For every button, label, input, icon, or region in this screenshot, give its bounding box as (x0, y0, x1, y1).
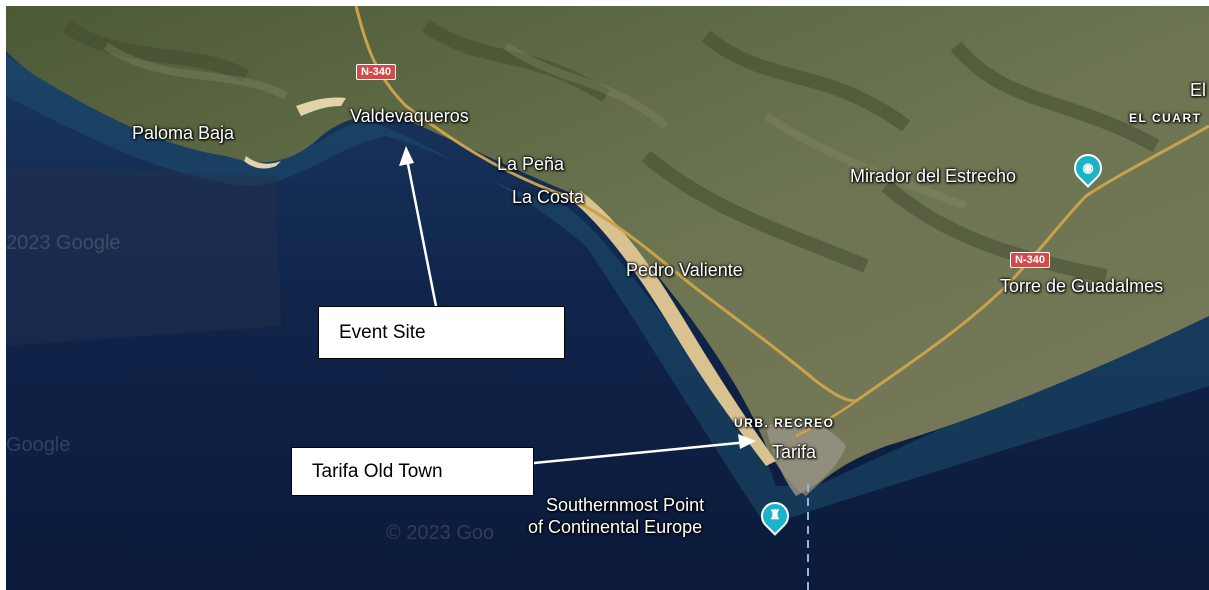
beach-paloma (244, 156, 281, 169)
label-tarifa: Tarifa (772, 442, 817, 462)
label-southernmost-point: Southernmost Point (546, 495, 705, 515)
road-tarifa (795, 399, 857, 438)
satellite-map[interactable]: 2023 Google Google © 2023 Goo N-340 N-34… (6, 6, 1209, 590)
tower-icon: ♜ (769, 507, 781, 522)
arrow-head-tarifa (738, 434, 756, 449)
beach-los-lances (566, 191, 776, 466)
watermark-1: 2023 Google (6, 232, 121, 254)
road-shield-n340-east: N-340 (1010, 252, 1050, 268)
label-el: El (1190, 80, 1207, 100)
callout-tarifa-old-town: Tarifa Old Town (291, 447, 534, 496)
label-urb-recreo: URB. RECREO (734, 416, 835, 430)
label-torre-de-guadalmes: Torre de Guadalmes (1000, 276, 1164, 296)
road-shield-n340: N-340 (356, 64, 396, 80)
callout-event-site: Event Site (318, 306, 565, 359)
label-paloma-baja: Paloma Baja (132, 123, 235, 143)
road-n340 (354, 6, 1209, 403)
land (6, 6, 1209, 496)
label-pedro-valiente: Pedro Valiente (626, 260, 743, 280)
town-area (766, 421, 846, 496)
arrow-tarifa (533, 440, 749, 465)
label-el-cuart: EL CUART (1129, 111, 1202, 125)
label-la-pena: La Peña (497, 154, 565, 174)
ridges (103, 42, 968, 210)
map-terrain (6, 6, 1209, 590)
camera-icon: ◉ (1082, 160, 1094, 175)
beach-valdevaqueros (296, 97, 346, 116)
label-continental-europe: of Continental Europe (528, 517, 703, 537)
imagery-patch (6, 166, 281, 346)
label-valdevaqueros: Valdevaqueros (350, 106, 469, 126)
arrow-event-site (404, 153, 438, 307)
watermark-3: © 2023 Goo (386, 522, 495, 544)
watermark-2: Google (6, 434, 71, 456)
label-mirador-del-estrecho: Mirador del Estrecho (850, 166, 1017, 186)
arrow-head-event-site (399, 146, 414, 166)
hills (62, 20, 1160, 283)
label-la-costa: La Costa (512, 187, 585, 207)
